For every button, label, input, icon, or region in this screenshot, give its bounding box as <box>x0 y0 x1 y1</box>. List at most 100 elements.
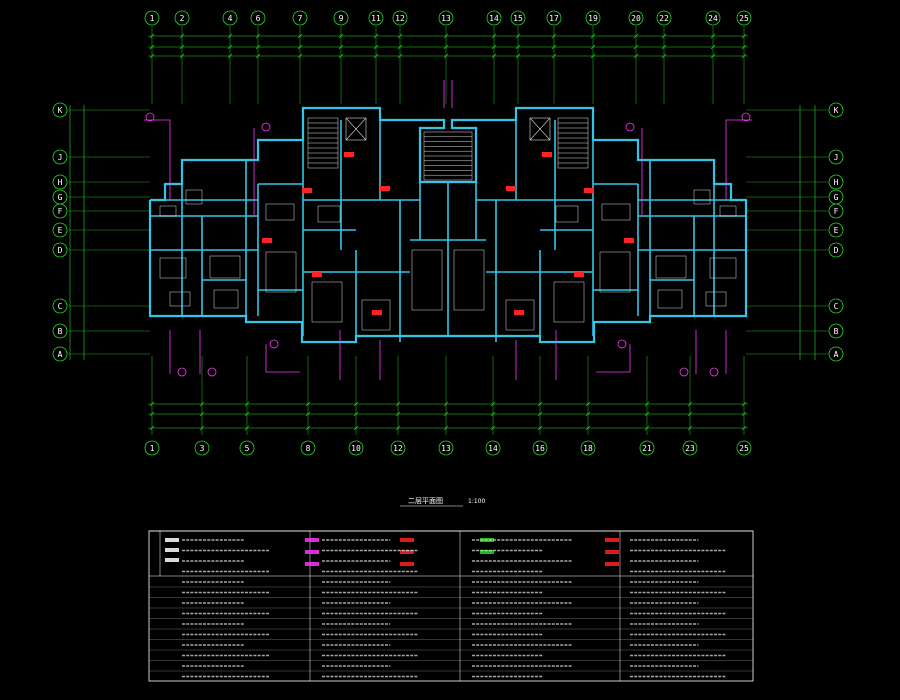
axis-label-left: C <box>58 302 63 311</box>
axis-bubble-bottom-23 <box>682 440 698 456</box>
interior-walls <box>150 120 746 342</box>
axis-label-top: 4 <box>228 14 233 23</box>
axis-label-bottom: 21 <box>642 444 652 453</box>
axis-bubble-top-11 <box>368 10 384 26</box>
axis-label-right: K <box>834 106 839 115</box>
stair-cores <box>307 117 589 181</box>
axis-bubble-top-12 <box>392 10 408 26</box>
drawing-title: 二层平面图 <box>408 497 443 505</box>
axis-label-bottom: 23 <box>685 444 695 453</box>
axis-bubble-top-4 <box>222 10 238 26</box>
axis-label-top: 22 <box>659 14 669 23</box>
axis-label-right: G <box>834 193 839 202</box>
axis-label-right: J <box>834 153 839 162</box>
axis-label-bottom: 25 <box>739 444 749 453</box>
axis-bubble-bottom-14 <box>485 440 501 456</box>
axis-bubble-top-9 <box>333 10 349 26</box>
axis-bubble-top-19 <box>585 10 601 26</box>
axis-bubble-left-E <box>52 222 68 238</box>
axis-label-right: D <box>834 246 839 255</box>
axis-bubble-right-C <box>828 298 844 314</box>
axis-label-left: B <box>58 327 63 336</box>
axis-label-bottom: 3 <box>200 444 205 453</box>
axis-label-right: A <box>834 350 839 359</box>
axis-bubble-top-17 <box>546 10 562 26</box>
axis-bubble-left-J <box>52 149 68 165</box>
axis-label-left: D <box>58 246 63 255</box>
axis-bubble-right-D <box>828 242 844 258</box>
axis-bubble-right-H <box>828 174 844 190</box>
axis-bubble-top-2 <box>174 10 190 26</box>
axis-bubble-left-D <box>52 242 68 258</box>
axis-label-bottom: 8 <box>306 444 311 453</box>
axis-label-bottom: 10 <box>351 444 361 453</box>
axis-bubble-top-7 <box>292 10 308 26</box>
axis-bubble-top-22 <box>656 10 672 26</box>
axis-bubble-right-K <box>828 102 844 118</box>
floor-plan <box>144 80 752 380</box>
axis-label-bottom: 14 <box>488 444 498 453</box>
axis-label-top: 17 <box>549 14 559 23</box>
drawing-title-block: 二层平面图 1:100 <box>400 497 485 507</box>
axis-label-left: G <box>58 193 63 202</box>
axis-label-top: 14 <box>489 14 499 23</box>
axis-label-left: H <box>58 178 63 187</box>
axis-label-top: 9 <box>339 14 344 23</box>
axis-bubble-top-14 <box>486 10 502 26</box>
axis-bubble-left-A <box>52 346 68 362</box>
axis-label-top: 25 <box>739 14 749 23</box>
dimension-lines <box>68 26 828 435</box>
axis-label-top: 20 <box>631 14 641 23</box>
axis-label-left: E <box>58 226 63 235</box>
axis-bubble-bottom-18 <box>580 440 596 456</box>
axis-bubble-left-B <box>52 323 68 339</box>
axis-bubble-right-B <box>828 323 844 339</box>
elevator-shafts <box>345 117 551 141</box>
axis-label-right: F <box>834 207 839 216</box>
axis-bubble-left-C <box>52 298 68 314</box>
axis-bubble-bottom-21 <box>639 440 655 456</box>
axis-label-top: 6 <box>256 14 261 23</box>
axis-bubble-bottom-25 <box>736 440 752 456</box>
axis-label-top: 19 <box>588 14 598 23</box>
furniture-fixtures <box>159 189 737 331</box>
axis-label-bottom: 18 <box>583 444 593 453</box>
axis-bubble-right-F <box>828 203 844 219</box>
axis-label-left: J <box>58 153 63 162</box>
axis-label-bottom: 13 <box>441 444 451 453</box>
axis-label-top: 15 <box>513 14 523 23</box>
axis-bubble-top-6 <box>250 10 266 26</box>
axis-label-left: A <box>58 350 63 359</box>
axis-label-bottom: 5 <box>245 444 250 453</box>
axis-bubble-bottom-1 <box>144 440 160 456</box>
axis-label-bottom: 16 <box>535 444 545 453</box>
axis-bubble-bottom-12 <box>390 440 406 456</box>
axis-bubble-top-24 <box>705 10 721 26</box>
axis-label-top: 11 <box>371 14 381 23</box>
axis-bubble-left-K <box>52 102 68 118</box>
axis-label-bottom: 12 <box>393 444 403 453</box>
axis-label-bottom: 1 <box>150 444 155 453</box>
axis-bubble-bottom-10 <box>348 440 364 456</box>
axis-bubble-right-A <box>828 346 844 362</box>
axis-label-top: 24 <box>708 14 718 23</box>
axis-bubble-left-F <box>52 203 68 219</box>
axis-label-right: E <box>834 226 839 235</box>
pipe-annotations <box>144 80 752 380</box>
axis-label-top: 2 <box>180 14 185 23</box>
axis-label-left: F <box>58 207 63 216</box>
axis-bubble-top-25 <box>736 10 752 26</box>
axis-bubble-top-1 <box>144 10 160 26</box>
axis-bubble-right-E <box>828 222 844 238</box>
axis-bubble-top-20 <box>628 10 644 26</box>
axis-label-right: C <box>834 302 839 311</box>
axis-bubble-bottom-16 <box>532 440 548 456</box>
axis-label-top: 7 <box>298 14 303 23</box>
axis-label-top: 13 <box>441 14 451 23</box>
axis-bubble-left-H <box>52 174 68 190</box>
